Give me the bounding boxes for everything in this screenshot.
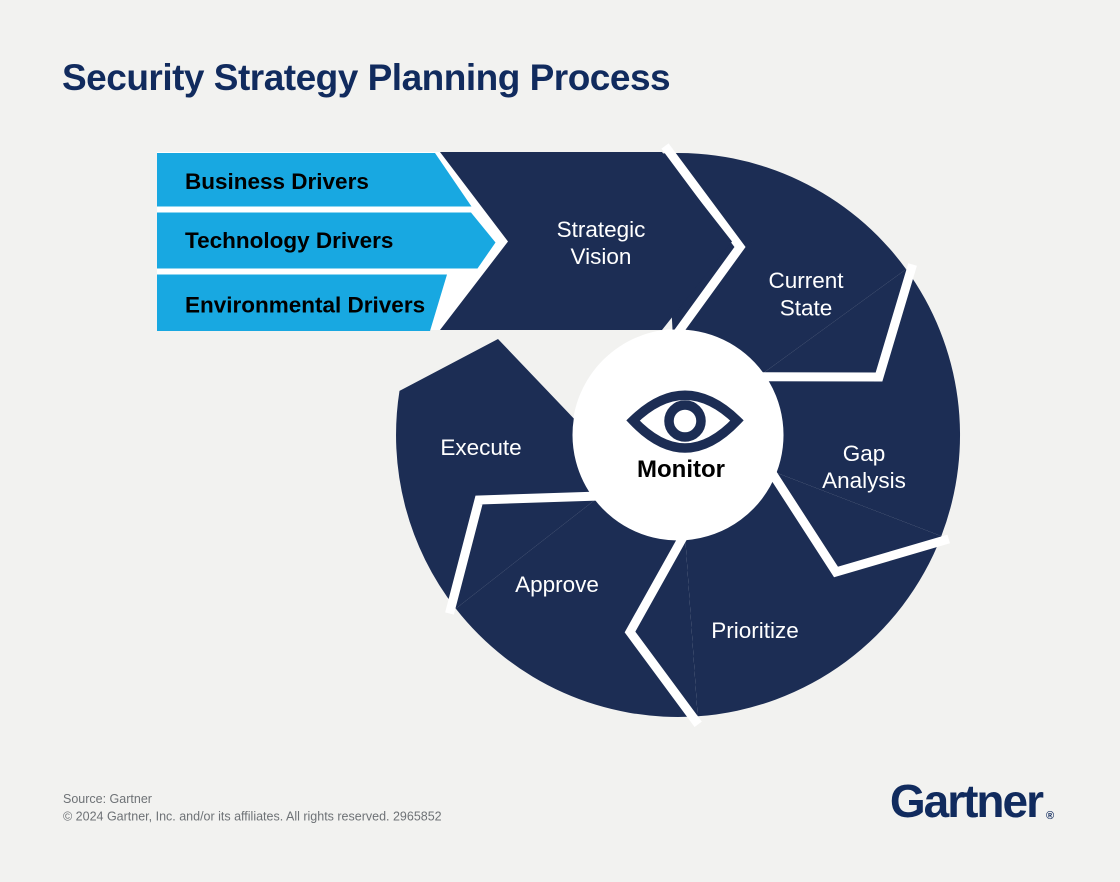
monitor-label: Monitor — [637, 456, 725, 483]
footer: Source: Gartner © 2024 Gartner, Inc. and… — [63, 792, 442, 824]
execute-label: Execute — [440, 435, 521, 460]
technology-drivers-label: Technology Drivers — [185, 228, 393, 253]
banner-environmental-drivers — [157, 274, 447, 331]
eye-outline — [626, 390, 744, 453]
ring-labels: Strategic Vision Current State Gap Analy… — [440, 217, 906, 643]
current-state-label-line2: State — [780, 296, 833, 321]
environmental-drivers-label: Environmental Drivers — [185, 293, 425, 318]
approve-label: Approve — [515, 572, 599, 597]
divider-prioritize-approve — [624, 531, 702, 727]
banner-business-drivers — [157, 153, 472, 207]
gartner-logo-text: Gartner — [890, 775, 1044, 827]
divider-gapanalysis-prioritize — [766, 468, 950, 578]
strategic-vision-label-line2: Vision — [571, 244, 632, 269]
gartner-logo: Gartner ® — [890, 775, 1054, 827]
footer-source: Source: Gartner — [63, 792, 152, 806]
divider-currentstate-gapanalysis — [758, 263, 917, 382]
segment-gap-analysis — [763, 269, 961, 537]
strategic-vision-band — [440, 152, 732, 330]
segment-approve — [455, 499, 698, 717]
monitor-center: Monitor — [626, 390, 744, 483]
business-drivers-label: Business Drivers — [185, 169, 369, 194]
segment-execute — [396, 339, 595, 609]
registered-trademark-icon: ® — [1046, 810, 1054, 822]
footer-copyright: © 2024 Gartner, Inc. and/or its affiliat… — [63, 810, 442, 824]
gap-analysis-label-line1: Gap — [843, 441, 886, 466]
process-ring — [396, 143, 961, 727]
eye-icon — [626, 390, 744, 453]
driver-banners: Business Drivers Technology Drivers Envi… — [157, 153, 496, 331]
divider-approve-execute — [445, 491, 601, 615]
strategic-vision-label-line1: Strategic — [557, 217, 646, 242]
eye-iris — [664, 400, 706, 442]
segment-current-state — [663, 153, 907, 373]
page-title: Security Strategy Planning Process — [62, 57, 670, 98]
prioritize-label: Prioritize — [711, 618, 799, 643]
banner-technology-drivers — [157, 212, 496, 269]
divider-vision-currentstate — [661, 143, 746, 341]
gap-analysis-label-line2: Analysis — [822, 468, 906, 493]
current-state-label-line1: Current — [768, 268, 844, 293]
segment-prioritize — [685, 472, 942, 717]
